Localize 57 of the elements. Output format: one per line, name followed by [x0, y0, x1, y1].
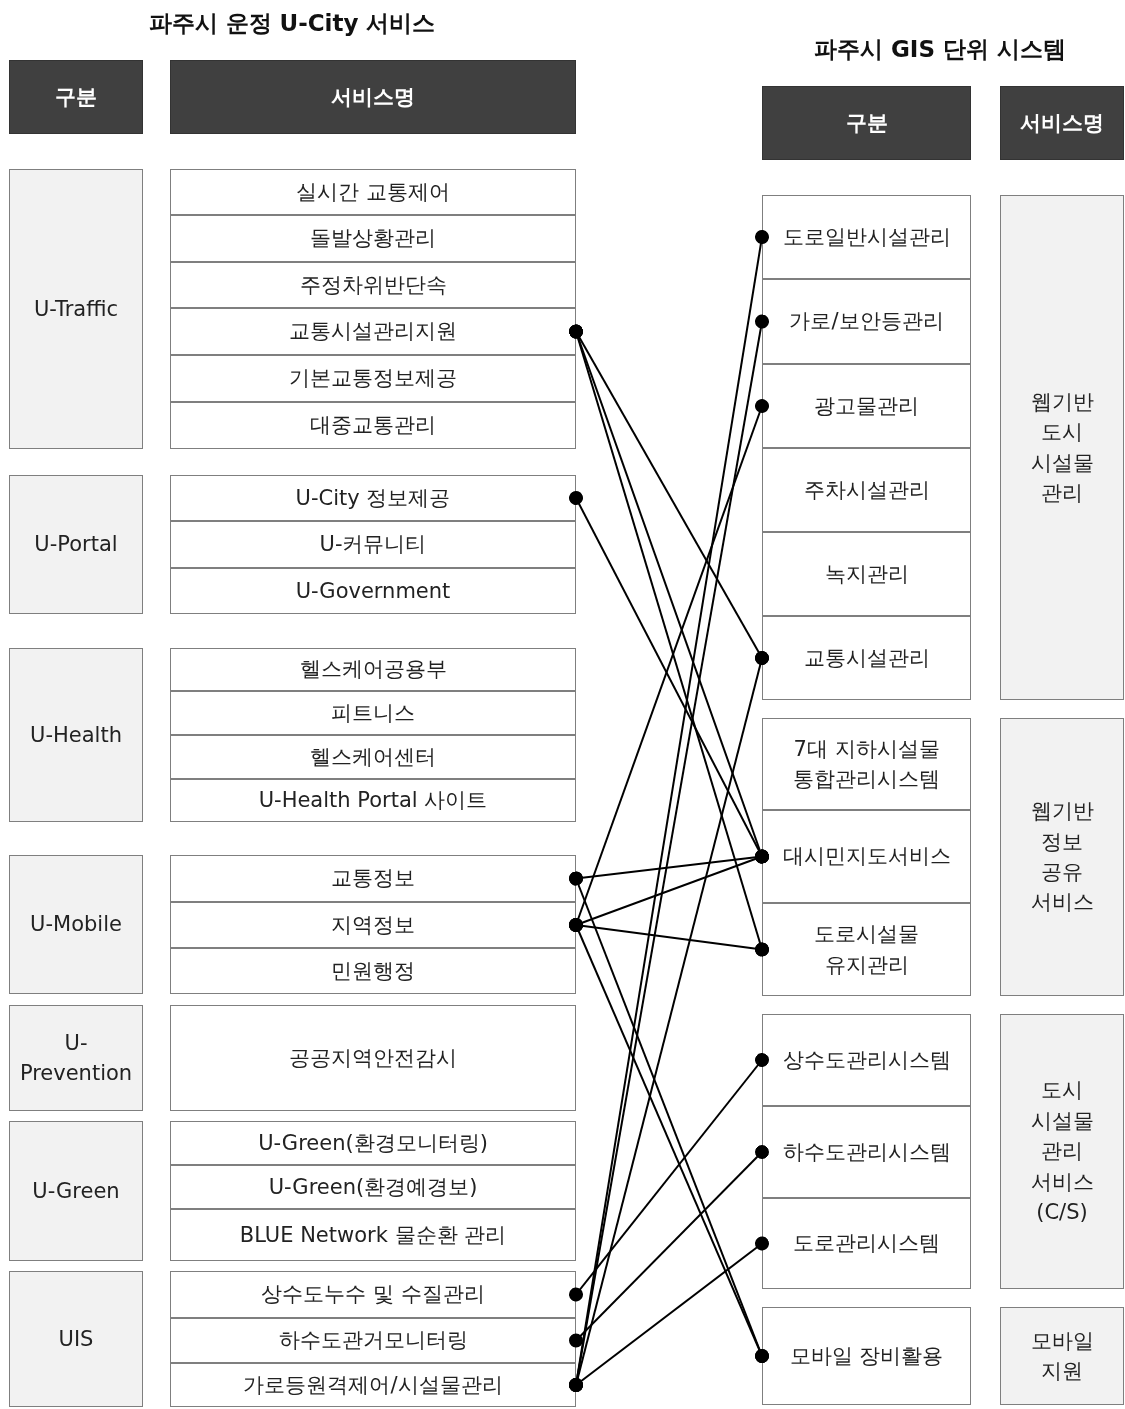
table-cell: U-Government	[170, 568, 576, 614]
table-cell: BLUE Network 물순환 관리	[170, 1209, 576, 1261]
table-cell: 대중교통관리	[170, 402, 576, 449]
header-cell: 서비스명	[170, 60, 576, 134]
table-cell: U-커뮤니티	[170, 521, 576, 568]
table-cell: 교통시설관리	[762, 616, 971, 700]
table-cell: 실시간 교통제어	[170, 169, 576, 215]
table-cell: 가로등원격제어/시설물관리	[170, 1363, 576, 1407]
table-cell: 상수도누수 및 수질관리	[170, 1271, 576, 1318]
header-cell: 서비스명	[1000, 86, 1124, 160]
category-cell: U-Prevention	[9, 1005, 143, 1111]
connector-line	[569, 1145, 769, 1348]
table-cell: 대시민지도서비스	[762, 810, 971, 903]
category-cell: 모바일 지원	[1000, 1307, 1124, 1405]
category-cell: U-Health	[9, 648, 143, 822]
connector-line	[569, 849, 769, 886]
category-cell: 도시 시설물 관리 서비스 (C/S)	[1000, 1014, 1124, 1289]
header-cell: 구분	[762, 86, 971, 160]
category-cell: U-Green	[9, 1121, 143, 1261]
table-cell: 피트니스	[170, 691, 576, 735]
table-cell: 지역정보	[170, 902, 576, 948]
table-cell: 돌발상황관리	[170, 215, 576, 262]
table-cell: 헬스케어공용부	[170, 648, 576, 691]
connector-line	[569, 1053, 769, 1302]
table-cell: U-Green(환경모니터링)	[170, 1121, 576, 1165]
category-cell: UIS	[9, 1271, 143, 1407]
table-cell: 헬스케어센터	[170, 735, 576, 779]
table-cell: 공공지역안전감시	[170, 1005, 576, 1111]
table-cell: 기본교통정보제공	[170, 355, 576, 402]
category-cell: 웹기반 정보 공유 서비스	[1000, 718, 1124, 996]
table-cell: 하수도관거모니터링	[170, 1318, 576, 1363]
table-cell: 모바일 장비활용	[762, 1307, 971, 1405]
table-cell: U-City 정보제공	[170, 475, 576, 521]
title-text: 파주시 운정 U-City 서비스	[148, 9, 436, 38]
category-cell: U-Mobile	[9, 855, 143, 994]
table-cell: 광고물관리	[762, 364, 971, 448]
table-cell: U-Green(환경예경보)	[170, 1165, 576, 1209]
table-cell: 도로관리시스템	[762, 1198, 971, 1289]
table-cell: U-Health Portal 사이트	[170, 779, 576, 822]
table-cell: 교통시설관리지원	[170, 308, 576, 355]
table-cell: 하수도관리시스템	[762, 1106, 971, 1198]
title-text: 파주시 GIS 단위 시스템	[814, 35, 1066, 64]
header-cell: 구분	[9, 60, 143, 134]
category-cell: 웹기반 도시 시설물 관리	[1000, 195, 1124, 700]
table-cell: 도로시설물 유지관리	[762, 903, 971, 996]
table-cell: 주차시설관리	[762, 448, 971, 532]
table-cell: 교통정보	[170, 855, 576, 902]
connector-line	[569, 1236, 769, 1392]
category-cell: U-Traffic	[9, 169, 143, 449]
table-cell: 도로일반시설관리	[762, 195, 971, 279]
table-cell: 녹지관리	[762, 532, 971, 616]
table-cell: 가로/보안등관리	[762, 279, 971, 364]
table-cell: 주정차위반단속	[170, 262, 576, 308]
category-cell: U-Portal	[9, 475, 143, 614]
table-cell: 민원행정	[170, 948, 576, 994]
table-cell: 상수도관리시스템	[762, 1014, 971, 1106]
table-cell: 7대 지하시설물 통합관리시스템	[762, 718, 971, 810]
